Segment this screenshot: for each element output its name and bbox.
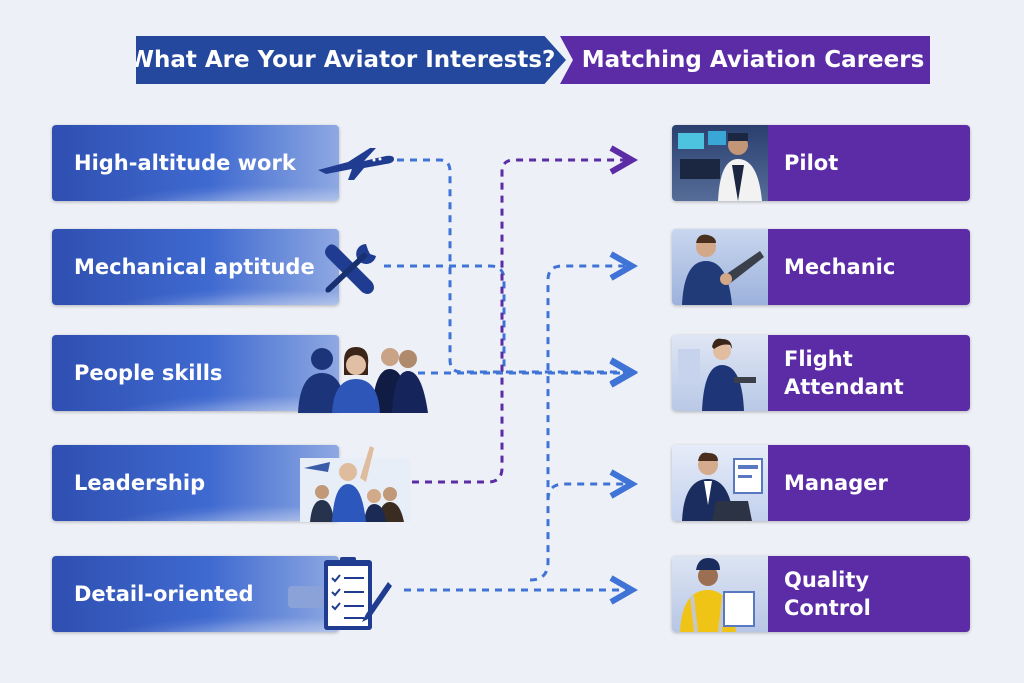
interest-label: People skills [74, 361, 223, 385]
career-name: Mechanic [768, 229, 970, 305]
airplane-icon [318, 148, 394, 180]
interest-label: Detail-oriented [74, 582, 254, 606]
connector-detail-to-mechanic [529, 266, 632, 582]
careers-header: Matching Aviation Careers [560, 36, 930, 84]
interest-label: High-altitude work [74, 151, 296, 175]
clipboard-checklist-icon [288, 557, 392, 630]
career-name: Pilot [768, 125, 970, 201]
pilot-photo [672, 125, 768, 201]
careers-header-title: Matching Aviation Careers [581, 47, 925, 73]
manager-photo [672, 445, 768, 521]
people-group-icon [298, 347, 428, 413]
connector-mechanical-to-mechanic [384, 264, 506, 372]
connector-detail-to-manager [546, 484, 632, 501]
interest-label: Leadership [74, 471, 206, 495]
interest-leadership: Leadership [52, 445, 339, 521]
career-manager: Manager [672, 445, 970, 521]
career-name: Manager [768, 445, 970, 521]
wrench-screwdriver-icon [325, 244, 376, 294]
interests-header-title: What Are Your Aviator Interests? [128, 47, 556, 73]
interest-label: Mechanical aptitude [74, 255, 315, 279]
flight-attendant-photo [672, 335, 768, 411]
interest-mechanical-aptitude: Mechanical aptitude [52, 229, 339, 305]
career-mechanic: Mechanic [672, 229, 970, 305]
interests-header: What Are Your Aviator Interests? [136, 36, 566, 84]
quality-control-photo [672, 556, 768, 632]
mechanic-photo [672, 229, 768, 305]
connector-high-altitude-to-flight-attendant [397, 158, 632, 372]
interest-high-altitude-work: High-altitude work [52, 125, 339, 201]
interest-people-skills: People skills [52, 335, 339, 411]
leader-team-icon [300, 446, 410, 522]
connector-leadership-to-pilot [412, 160, 632, 484]
career-pilot: Pilot [672, 125, 970, 201]
